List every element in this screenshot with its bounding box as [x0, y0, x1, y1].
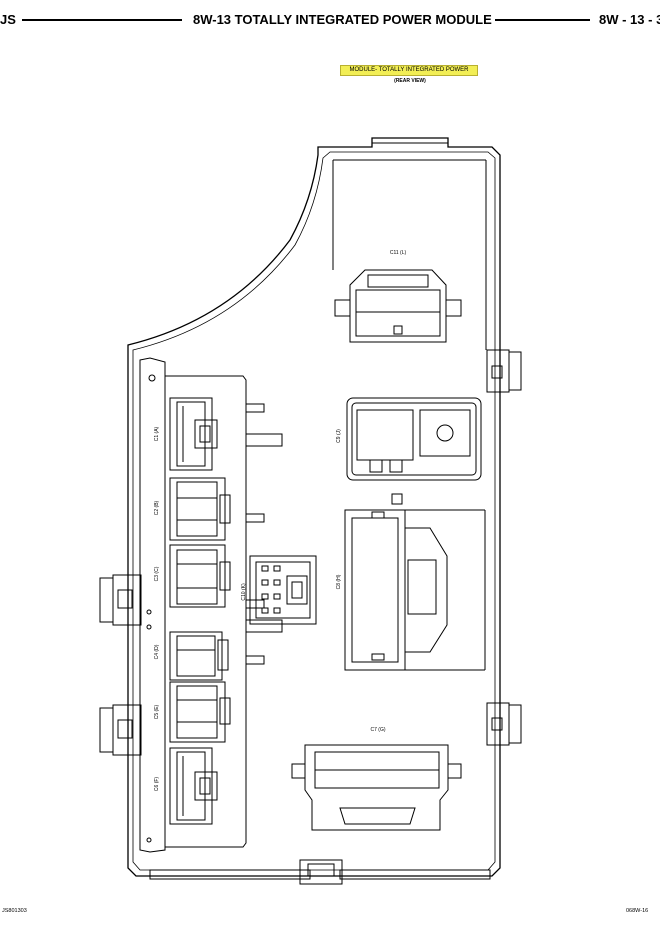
header-vehicle-code: JS: [0, 12, 16, 27]
label-c1: C1 (A): [154, 426, 160, 441]
footer-left-code: JS801303: [2, 908, 27, 914]
connector-c7: [291, 744, 462, 831]
label-c2: C2 (B): [154, 500, 160, 515]
connector-c3: [169, 544, 231, 608]
connector-c8: [344, 493, 486, 671]
label-c9: C9 (J): [336, 429, 342, 443]
label-c8: C8 (H): [336, 574, 342, 589]
connector-c11: [334, 269, 462, 343]
label-c4: C4 (D): [154, 644, 160, 659]
footer-right-code: 068W-16: [626, 908, 649, 914]
header-rule-left: [22, 19, 182, 21]
label-c7: C7 (G): [371, 727, 386, 733]
connector-c6: [169, 747, 218, 825]
page-number: 8W - 13 - 3: [596, 12, 660, 27]
connector-c5: [169, 681, 231, 743]
connector-c2: [169, 477, 231, 541]
module-outline: [99, 137, 522, 885]
connector-c10: [249, 555, 317, 625]
label-c5: C5 (E): [154, 704, 160, 719]
label-c10: C10 (K): [241, 583, 247, 601]
page-header: JS 8W-13 TOTALLY INTEGRATED POWER MODULE…: [0, 8, 660, 34]
left-connector-bank: [165, 375, 283, 848]
label-c6: C6 (F): [154, 777, 160, 792]
header-rule-right: [478, 19, 590, 21]
connector-labels: C1 (A) C2 (B) C3 (C) C4 (D) C5 (E) C6 (F…: [154, 250, 406, 791]
label-c3: C3 (C): [154, 566, 160, 581]
connector-c1: [169, 397, 218, 471]
label-c11: C11 (L): [390, 250, 407, 256]
view-label: (REAR VIEW): [394, 78, 426, 84]
page-title: 8W-13 TOTALLY INTEGRATED POWER MODULE: [190, 12, 495, 27]
module-label: MODULE- TOTALLY INTEGRATED POWER: [340, 65, 478, 76]
connector-c4: [169, 631, 229, 681]
connector-c9: [346, 397, 482, 481]
